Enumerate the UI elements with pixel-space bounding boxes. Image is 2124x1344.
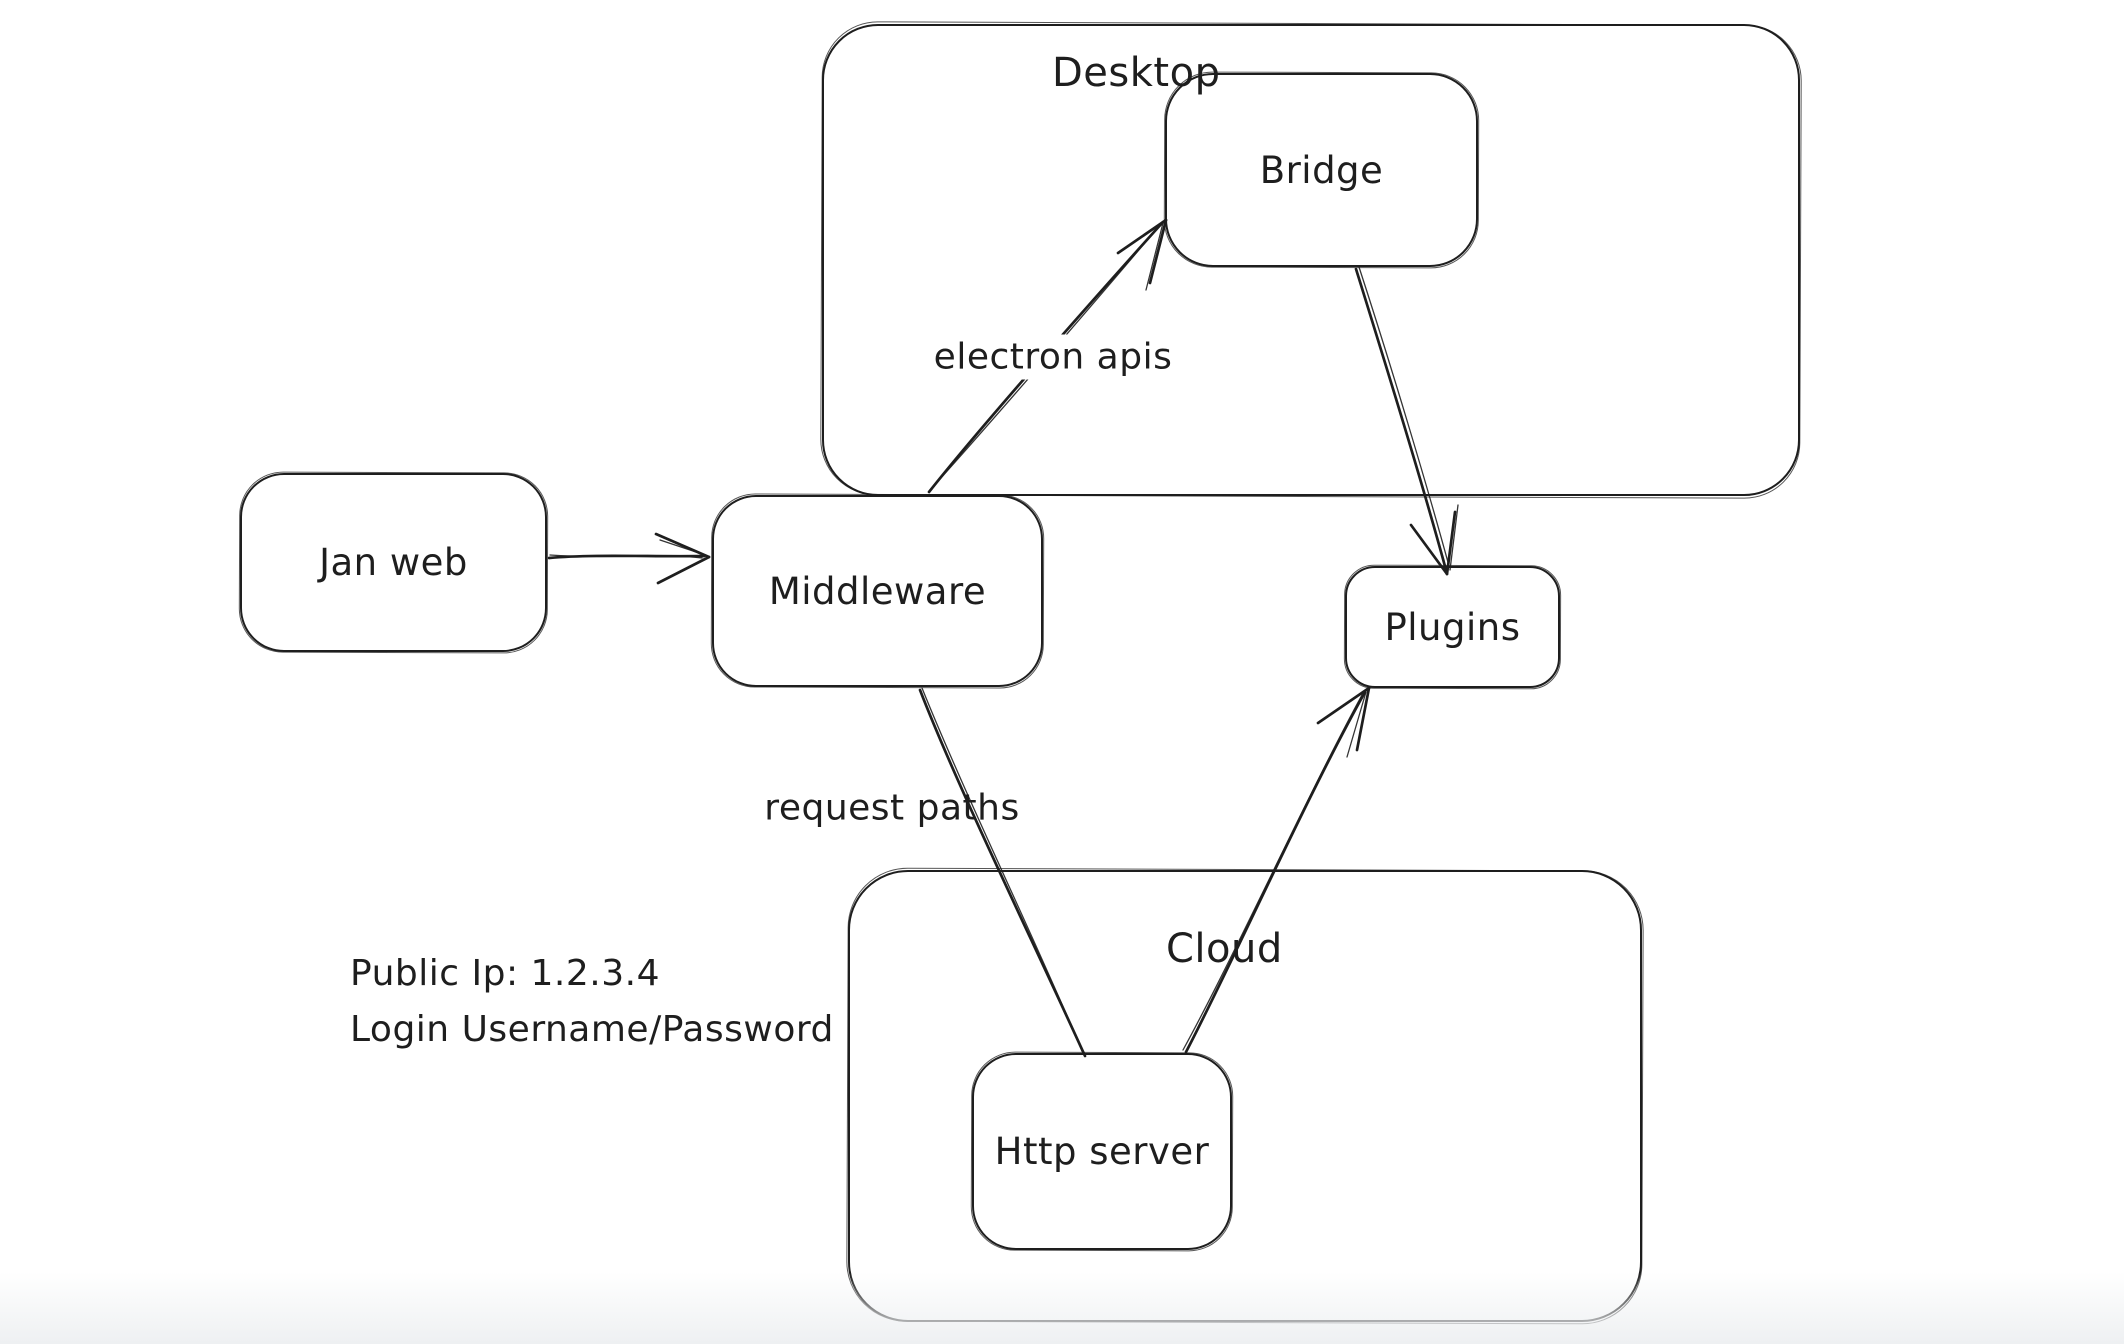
node-plugins[interactable]: Plugins [1345, 566, 1560, 688]
node-jan-web[interactable]: Jan web [240, 473, 547, 652]
node-middleware-label: Middleware [768, 569, 987, 613]
node-middleware[interactable]: Middleware [712, 495, 1043, 687]
edge-label-electron-apis[interactable]: electron apis [923, 334, 1183, 380]
node-http-server[interactable]: Http server [972, 1053, 1232, 1250]
node-plugins-label: Plugins [1384, 605, 1521, 649]
cloud-container-label[interactable]: Cloud [1166, 926, 1283, 972]
desktop-container-box[interactable] [822, 24, 1800, 496]
annotation-public-ip: Public Ip: 1.2.3.4 [350, 953, 660, 994]
node-http-server-label: Http server [994, 1130, 1210, 1173]
annotation-login: Login Username/Password [350, 1009, 834, 1050]
node-bridge[interactable]: Bridge [1165, 73, 1478, 267]
arrow-janweb-to-middleware[interactable] [547, 532, 711, 585]
node-jan-web-label: Jan web [319, 541, 468, 584]
node-bridge-label: Bridge [1259, 148, 1384, 192]
annotation-credentials[interactable]: Public Ip: 1.2.3.4 Login Username/Passwo… [350, 946, 834, 1058]
edge-label-request-paths[interactable]: request paths [764, 787, 1020, 829]
desktop-container-label[interactable]: Desktop [1052, 50, 1221, 96]
